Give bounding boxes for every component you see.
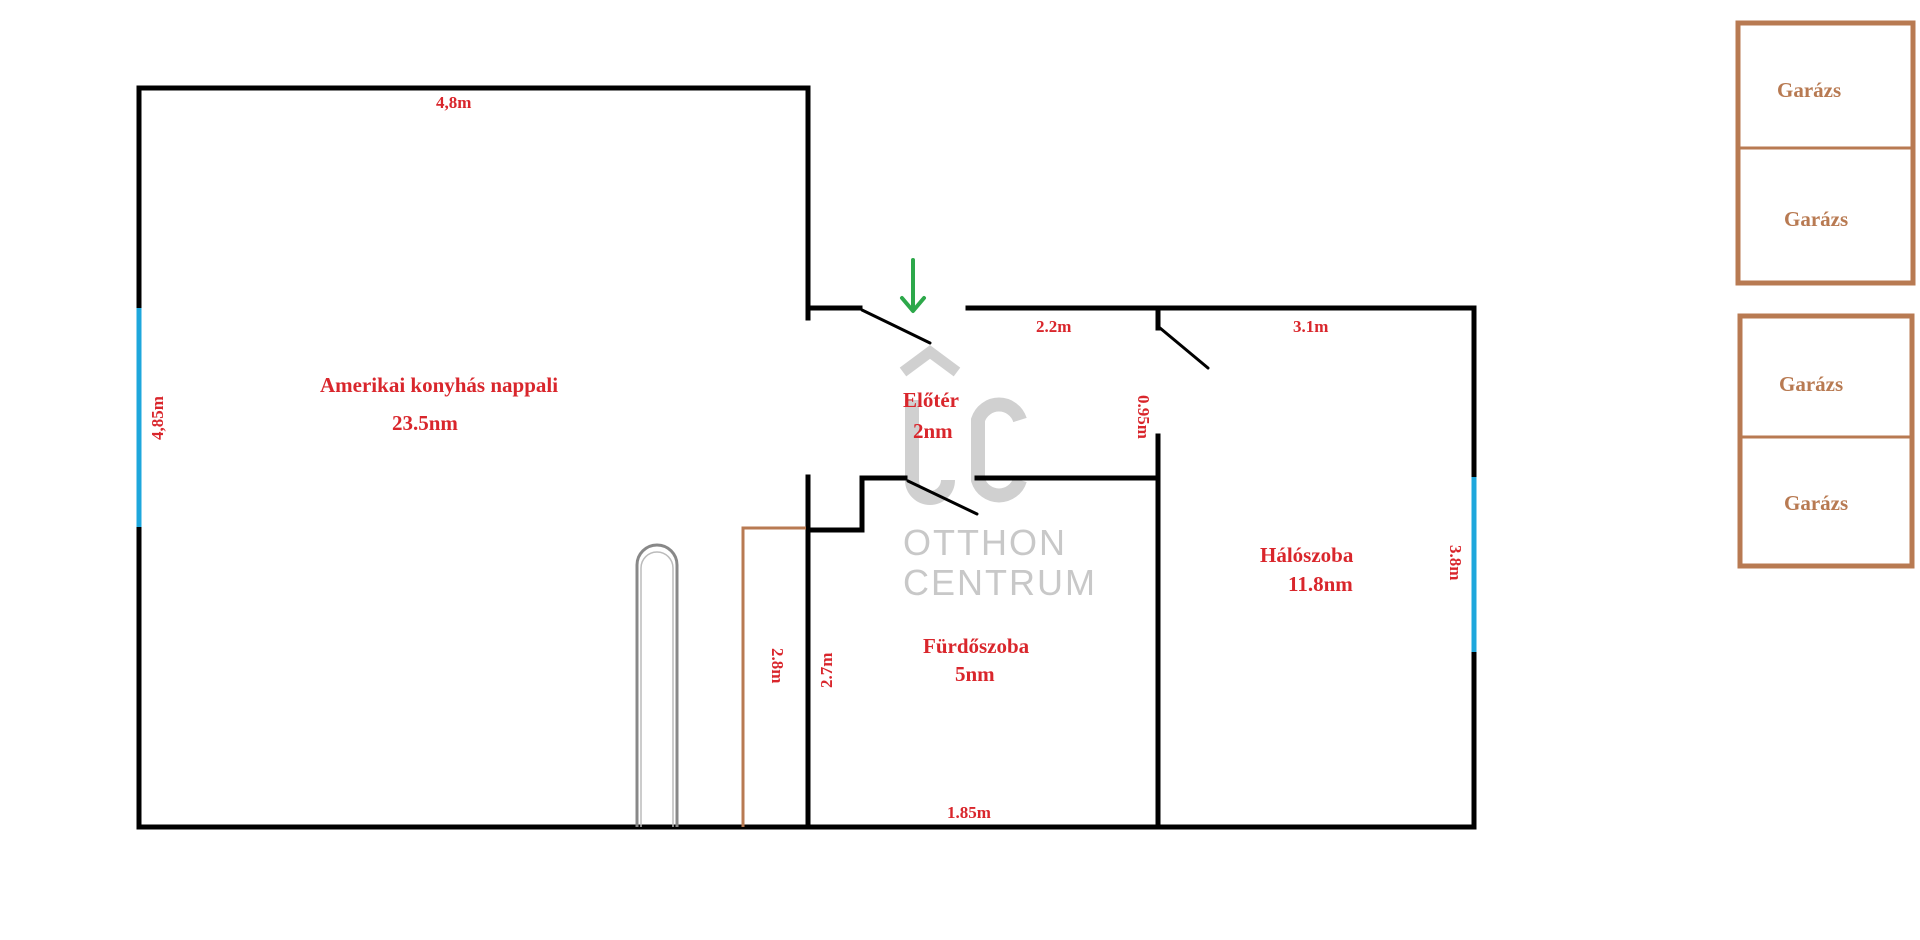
room-hall-name: Előtér <box>903 388 959 412</box>
door-bedroom <box>1158 326 1210 370</box>
room-bedroom-area: 11.8nm <box>1288 572 1353 596</box>
watermark-hat-icon <box>899 345 961 377</box>
column-inner <box>640 551 674 827</box>
dim-living-left: 4,85m <box>148 396 167 440</box>
room-bedroom-name: Hálószoba <box>1260 543 1354 567</box>
garage-label-1: Garázs <box>1777 78 1841 102</box>
door-entrance <box>860 308 932 345</box>
watermark-line1: OTTHON <box>903 522 1067 563</box>
door-bathroom <box>906 479 979 516</box>
column-outline <box>635 543 679 827</box>
dim-bedroom-right: 3.8m <box>1446 545 1465 580</box>
room-living-area: 23.5nm <box>392 411 458 435</box>
garage-label-3: Garázs <box>1779 372 1843 396</box>
watermark-c-icon <box>971 397 1027 503</box>
dimension-labels: 4,8m 4,85m 2.2m 3.1m 0.95m 2.8m 2.7m 1.8… <box>148 93 1465 822</box>
dim-bath-left: 2.7m <box>817 653 836 688</box>
garage-block-upper <box>1735 20 1916 286</box>
watermark-line2: CENTRUM <box>903 562 1097 603</box>
garage-block-lower <box>1737 313 1915 569</box>
garages: Garázs Garázs Garázs Garázs <box>1735 20 1916 569</box>
room-bathroom-name: Fürdőszoba <box>923 634 1030 658</box>
watermark-o-icon <box>905 400 955 505</box>
dim-kitchen: 2.8m <box>768 648 787 683</box>
garage-label-4: Garázs <box>1784 491 1848 515</box>
room-labels: Amerikai konyhás nappali 23.5nm Előtér 2… <box>320 373 1354 686</box>
dim-bath-bottom: 1.85m <box>947 803 991 822</box>
doors <box>860 308 1210 516</box>
room-living-name: Amerikai konyhás nappali <box>320 373 558 397</box>
arrow-down-icon <box>900 258 926 313</box>
garage-label-2: Garázs <box>1784 207 1848 231</box>
room-hall-area: 2nm <box>913 419 953 443</box>
dim-corridor: 0.95m <box>1134 395 1153 439</box>
dim-bedroom-top: 3.1m <box>1293 317 1328 336</box>
dim-hall-top: 2.2m <box>1036 317 1071 336</box>
walls <box>136 85 1477 830</box>
room-bathroom-area: 5nm <box>955 662 995 686</box>
kitchen-counter <box>741 526 806 827</box>
dim-living-top: 4,8m <box>436 93 471 112</box>
